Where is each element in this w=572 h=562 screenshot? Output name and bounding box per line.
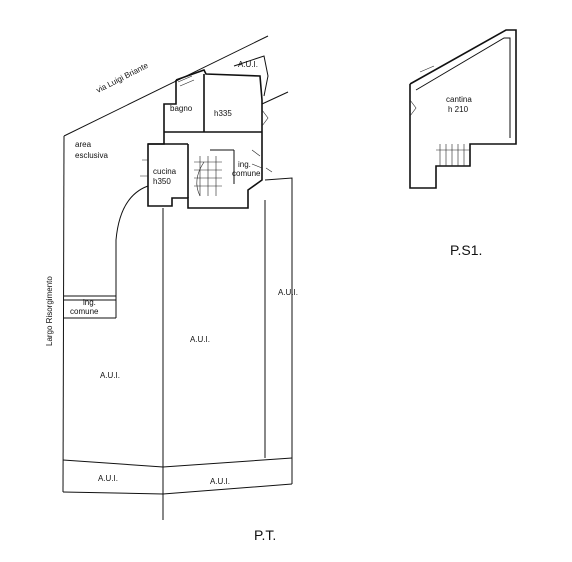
building-core: [140, 69, 273, 209]
common-entrance-1-line2: comune: [232, 169, 261, 178]
aui-label-bottom-right: A.U.I.: [210, 477, 230, 486]
square-label: Largo Risorgimento: [45, 276, 54, 346]
bathroom-label: bagno: [170, 104, 193, 113]
basement-title: P.S1.: [450, 242, 482, 258]
aui-label-top: A.U.I.: [238, 60, 258, 69]
common-entrance-2-line1: ing.: [83, 298, 96, 307]
exclusive-area-label-line2: esclusiva: [75, 151, 108, 160]
common-entrance-1-line1: ing.: [238, 160, 251, 169]
aui-label-center: A.U.I.: [190, 335, 210, 344]
ground-floor-title: P.T.: [254, 527, 276, 543]
cellar-height-label: h 210: [448, 105, 469, 114]
aui-label-bottom-left: A.U.I.: [98, 474, 118, 483]
aui-label-right: A.U.I.: [278, 288, 298, 297]
common-entrance-2-line2: comune: [70, 307, 99, 316]
aui-label-left: A.U.I.: [100, 371, 120, 380]
room-height-label: h335: [214, 109, 232, 118]
street-label: via Luigi Briante: [95, 61, 150, 95]
exclusive-area-label-line1: area: [75, 140, 92, 149]
kitchen-height-label: h350: [153, 177, 171, 186]
kitchen-label: cucina: [153, 167, 177, 176]
access-path: [64, 185, 149, 319]
basement-labels: cantina h 210 P.S1.: [446, 95, 482, 258]
ground-floor-outline: [62, 35, 293, 520]
basement-outline: [409, 29, 517, 189]
cellar-label: cantina: [446, 95, 472, 104]
